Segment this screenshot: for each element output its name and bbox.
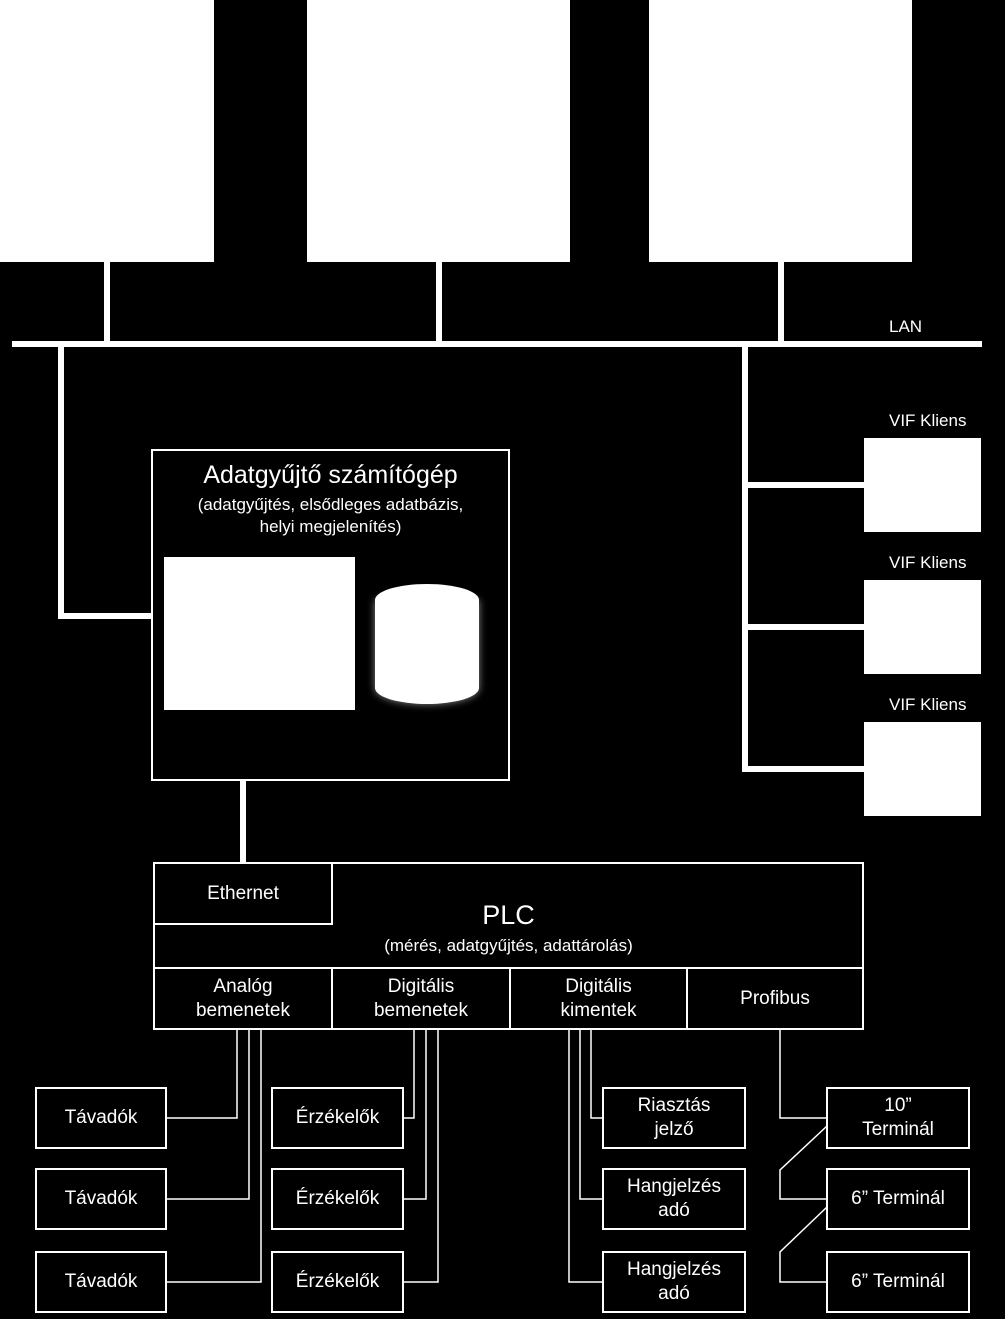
module-label: Analóg bemenetek <box>195 975 290 1021</box>
server3-drop <box>778 262 784 344</box>
server2-drop <box>436 262 442 344</box>
sensor-box-3: Érzékelők <box>271 1251 404 1313</box>
sensor-label: Érzékelők <box>295 1188 380 1209</box>
collector-link-h <box>58 613 153 619</box>
sounder-box-1: Hangjelzés adó <box>602 1168 746 1230</box>
terminal-label: 6” Terminál <box>851 1188 945 1209</box>
output-label: Hangjelzés adó <box>627 1176 721 1221</box>
vif-branch-2 <box>742 624 864 630</box>
server-box-1 <box>0 0 214 262</box>
terminal-label: 6” Terminál <box>851 1271 945 1292</box>
lan-bus <box>12 341 982 347</box>
collector-subtitle-2: helyi megjelenítés) <box>259 517 402 536</box>
collector-box: Adatgyűjtő számítógép (adatgyűjtés, első… <box>151 449 510 781</box>
transmitter-label: Távadók <box>64 1271 138 1292</box>
transmitter-label: Távadók <box>64 1107 138 1128</box>
output-label: Riasztás jelző <box>637 1095 711 1140</box>
alarm-indicator-box: Riasztás jelző <box>602 1087 746 1149</box>
vif-client-label-3: VIF Kliens <box>889 695 967 714</box>
lan-label: LAN <box>889 317 923 336</box>
collector-plc-link <box>240 781 246 863</box>
module-label: Digitális kimentek <box>560 975 637 1021</box>
collector-subtitle-1: (adatgyűjtés, elsődleges adatbázis, <box>197 495 464 514</box>
server-box-3 <box>649 0 912 262</box>
transmitter-box-2: Távadók <box>35 1168 167 1230</box>
plc-title: PLC <box>482 900 535 930</box>
sensor-label: Érzékelők <box>295 1107 380 1128</box>
vif-branch-1 <box>742 482 864 488</box>
plc-module-digital-inputs: Digitális bemenetek <box>331 967 511 1030</box>
vif-client-label-2: VIF Kliens <box>889 553 967 572</box>
output-label: Hangjelzés adó <box>627 1259 721 1304</box>
vif-branch-3 <box>742 766 864 772</box>
server-box-2 <box>307 0 570 262</box>
module-label: Profibus <box>740 987 810 1009</box>
plc-module-digital-outputs: Digitális kimentek <box>509 967 688 1030</box>
plc-module-analog-inputs: Analóg bemenetek <box>153 967 333 1030</box>
terminal-label: 10” Terminál <box>862 1095 934 1140</box>
transmitter-box-1: Távadók <box>35 1087 167 1149</box>
vif-trunk <box>742 344 748 772</box>
vif-client-box-3 <box>864 722 981 816</box>
sensor-box-1: Érzékelők <box>271 1087 404 1149</box>
terminal-6in-box-2: 6” Terminál <box>826 1251 970 1313</box>
vif-client-label-1: VIF Kliens <box>889 411 967 430</box>
ethernet-label: Ethernet <box>207 882 279 904</box>
collector-link-v <box>58 344 64 619</box>
vif-client-box-2 <box>864 580 981 674</box>
sounder-box-2: Hangjelzés adó <box>602 1251 746 1313</box>
transmitter-box-3: Távadók <box>35 1251 167 1313</box>
transmitter-label: Távadók <box>64 1188 138 1209</box>
server1-drop <box>104 262 110 344</box>
plc-subtitle: (mérés, adatgyűjtés, adattárolás) <box>384 936 633 955</box>
terminal-6in-box-1: 6” Terminál <box>826 1168 970 1230</box>
sensor-box-2: Érzékelők <box>271 1168 404 1230</box>
vif-client-box-1 <box>864 438 981 532</box>
plc-ethernet-port: Ethernet <box>153 862 333 925</box>
module-label: Digitális bemenetek <box>373 975 468 1021</box>
terminal-10in-box: 10” Terminál <box>826 1087 970 1149</box>
sensor-label: Érzékelők <box>295 1271 380 1292</box>
plc-module-profibus: Profibus <box>686 967 864 1030</box>
collector-title: Adatgyűjtő számítógép <box>203 461 458 489</box>
collector-screen <box>164 557 355 710</box>
